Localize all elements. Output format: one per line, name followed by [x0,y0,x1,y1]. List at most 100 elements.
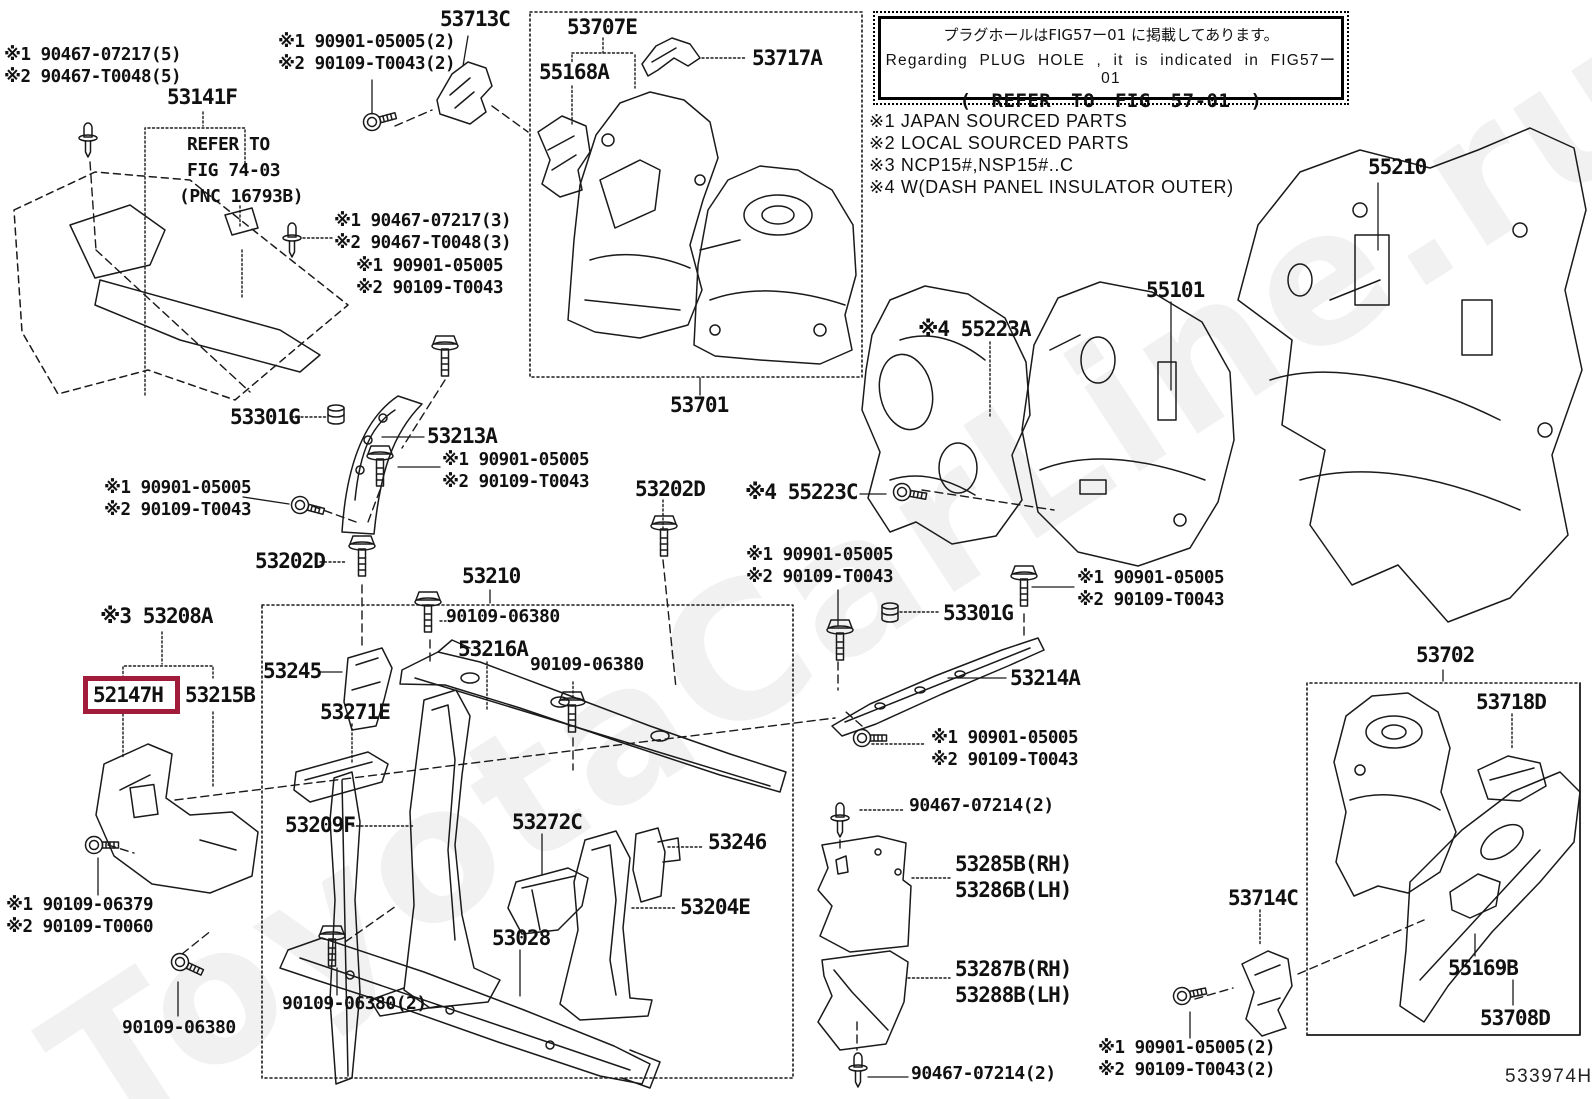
legend-item-3: ※3 NCP15#,NSP15#..C [869,155,1074,175]
label-n53208a: ※3 53208A [100,604,214,628]
label-p53708d: 53708D [1480,1006,1551,1030]
label-p53702: 53702 [1416,643,1475,667]
label-p53246: 53246 [708,830,767,854]
label-p55168a: 55168A [539,60,610,84]
part-53271e [293,751,389,803]
part-52147h [95,743,259,894]
label-refer_line2: FIG 74-03 [187,160,281,181]
part-53216a [399,639,787,793]
label-p53216a: 53216A [458,637,529,661]
label-p53028: 53028 [492,926,551,950]
label-p53717a: 53717A [752,46,823,70]
highlight-box-52147h [83,676,180,714]
label-n90109_c2: ※2 90109-T0043 [442,472,589,492]
label-p53141f: 53141F [167,85,238,109]
leader-lines-solid [97,35,1514,1078]
label-p53713c: 53713C [440,7,511,31]
label-n90467_bottom: 90467-07214(2) [911,1063,1056,1084]
part-55210 [1237,127,1587,623]
label-n90109_e2: ※2 90109-T0043 [1077,590,1224,610]
label-n90901_e1: ※1 90901-05005 [1077,568,1224,588]
label-fig_code: 533974H [1505,1066,1592,1087]
part-53213a [341,395,423,535]
label-n90901_b1: ※1 90901-05005 [104,478,251,498]
label-p55101: 55101 [1146,278,1205,302]
label-n90467_07217_5: ※1 90467-07217(5) [4,45,182,65]
part-53028 [279,937,661,1089]
label-p53286b: 53286B(LH) [955,878,1072,902]
label-p53204e: 53204E [680,895,751,919]
label-n90901_05005_2a: ※1 90901-05005(2) [278,32,456,52]
part-55101 [1021,281,1235,567]
label-p53718d: 53718D [1476,690,1547,714]
box-53702-assembly-solid [1306,682,1581,1036]
label-p53202d_left: 53202D [255,549,326,573]
note-line-english: Regarding PLUG HOLE , it is indicated in… [885,52,1337,87]
label-n90109_06380_c: 90109-06380 [122,1017,236,1038]
parts-layer [13,37,1587,1089]
label-p53285b: 53285B(RH) [955,852,1072,876]
part-53141f-support [13,171,349,401]
assembly-boxes [261,11,1581,1079]
part-53707e [567,91,719,339]
label-p53287b: 53287B(RH) [955,957,1072,981]
label-n90109_f2: ※2 90109-T0043 [931,750,1078,770]
box-53701-assembly [529,11,863,378]
label-n90109_t0060: ※2 90109-T0060 [6,917,153,937]
label-p53245: 53245 [263,659,322,683]
part-53702 [1333,692,1457,897]
label-p53209f: 53209F [285,813,356,837]
part-53209f [369,689,501,1017]
label-p53215b: 53215B [185,683,256,707]
part-55223a [861,285,1031,545]
label-n90901_g1: ※1 90901-05005(2) [1098,1038,1276,1058]
label-n90109_g2: ※2 90109-T0043(2) [1098,1060,1276,1080]
part-53701 [693,165,857,365]
part-53245 [343,647,393,731]
label-n90901_d1: ※1 90901-05005 [746,545,893,565]
legend: ※1 JAPAN SOURCED PARTS ※2 LOCAL SOURCED … [869,110,1234,198]
label-n90109_06380_b: 90109-06380 [530,654,644,675]
label-p53202d_right: 53202D [635,477,706,501]
label-n55223a: ※4 55223A [918,317,1032,341]
label-n90901_f1: ※1 90901-05005 [931,728,1078,748]
label-p53214a: 53214A [1010,666,1081,690]
label-n90109_06380_2: 90109-06380(2) [282,993,427,1014]
part-53717a [641,37,701,77]
part-53718d [1477,755,1547,802]
label-refer_line1: REFER TO [187,134,270,155]
part-53714c [1241,950,1293,1037]
leader-lines-dotted [122,37,1513,979]
legend-item-4: ※4 W(DASH PANEL INSULATOR OUTER) [869,177,1234,197]
label-p53271e: 53271E [320,700,391,724]
part-53214a [831,637,1045,737]
plug-hole-note-box: プラグホールはFIG57ー01 に掲載してあります。 Regarding PLU… [873,11,1349,112]
label-n90109_06379: ※1 90109-06379 [6,895,153,915]
part-53204e [559,830,653,1021]
part-53272c [507,867,589,935]
label-p53707e: 53707E [567,15,638,39]
label-n90109_h2: ※2 90109-T0043 [356,278,503,298]
label-p52147h: 52147H [93,683,164,707]
label-p55169b: 55169B [1448,956,1519,980]
label-p53714c: 53714C [1228,886,1299,910]
hardware-layer [78,106,1209,1088]
label-p55210: 55210 [1368,155,1427,179]
part-53246 [632,827,681,903]
box-53210-assembly [261,604,794,1079]
label-n55223c: ※4 55223C [745,480,859,504]
part-53287b [817,950,909,1051]
note-line-refer: ( REFER TO FIG 57-01 ) [959,90,1263,112]
label-n90467_top: 90467-07214(2) [909,795,1054,816]
label-n90467_07217_3: ※1 90467-07217(3) [334,211,512,231]
box-53702-assembly-dotted [1306,682,1581,1036]
label-n90109_06380_a: 90109-06380 [446,606,560,627]
note-line-japanese: プラグホールはFIG57ー01 に掲載してあります。 [943,26,1279,44]
label-n90467_t0048_5: ※2 90467-T0048(5) [4,67,182,87]
label-n90901_h1: ※1 90901-05005 [356,256,503,276]
label-n90109_d2: ※2 90109-T0043 [746,567,893,587]
label-refer_line3: (PNC 16793B) [179,186,304,207]
label-n90109_b2: ※2 90109-T0043 [104,500,251,520]
